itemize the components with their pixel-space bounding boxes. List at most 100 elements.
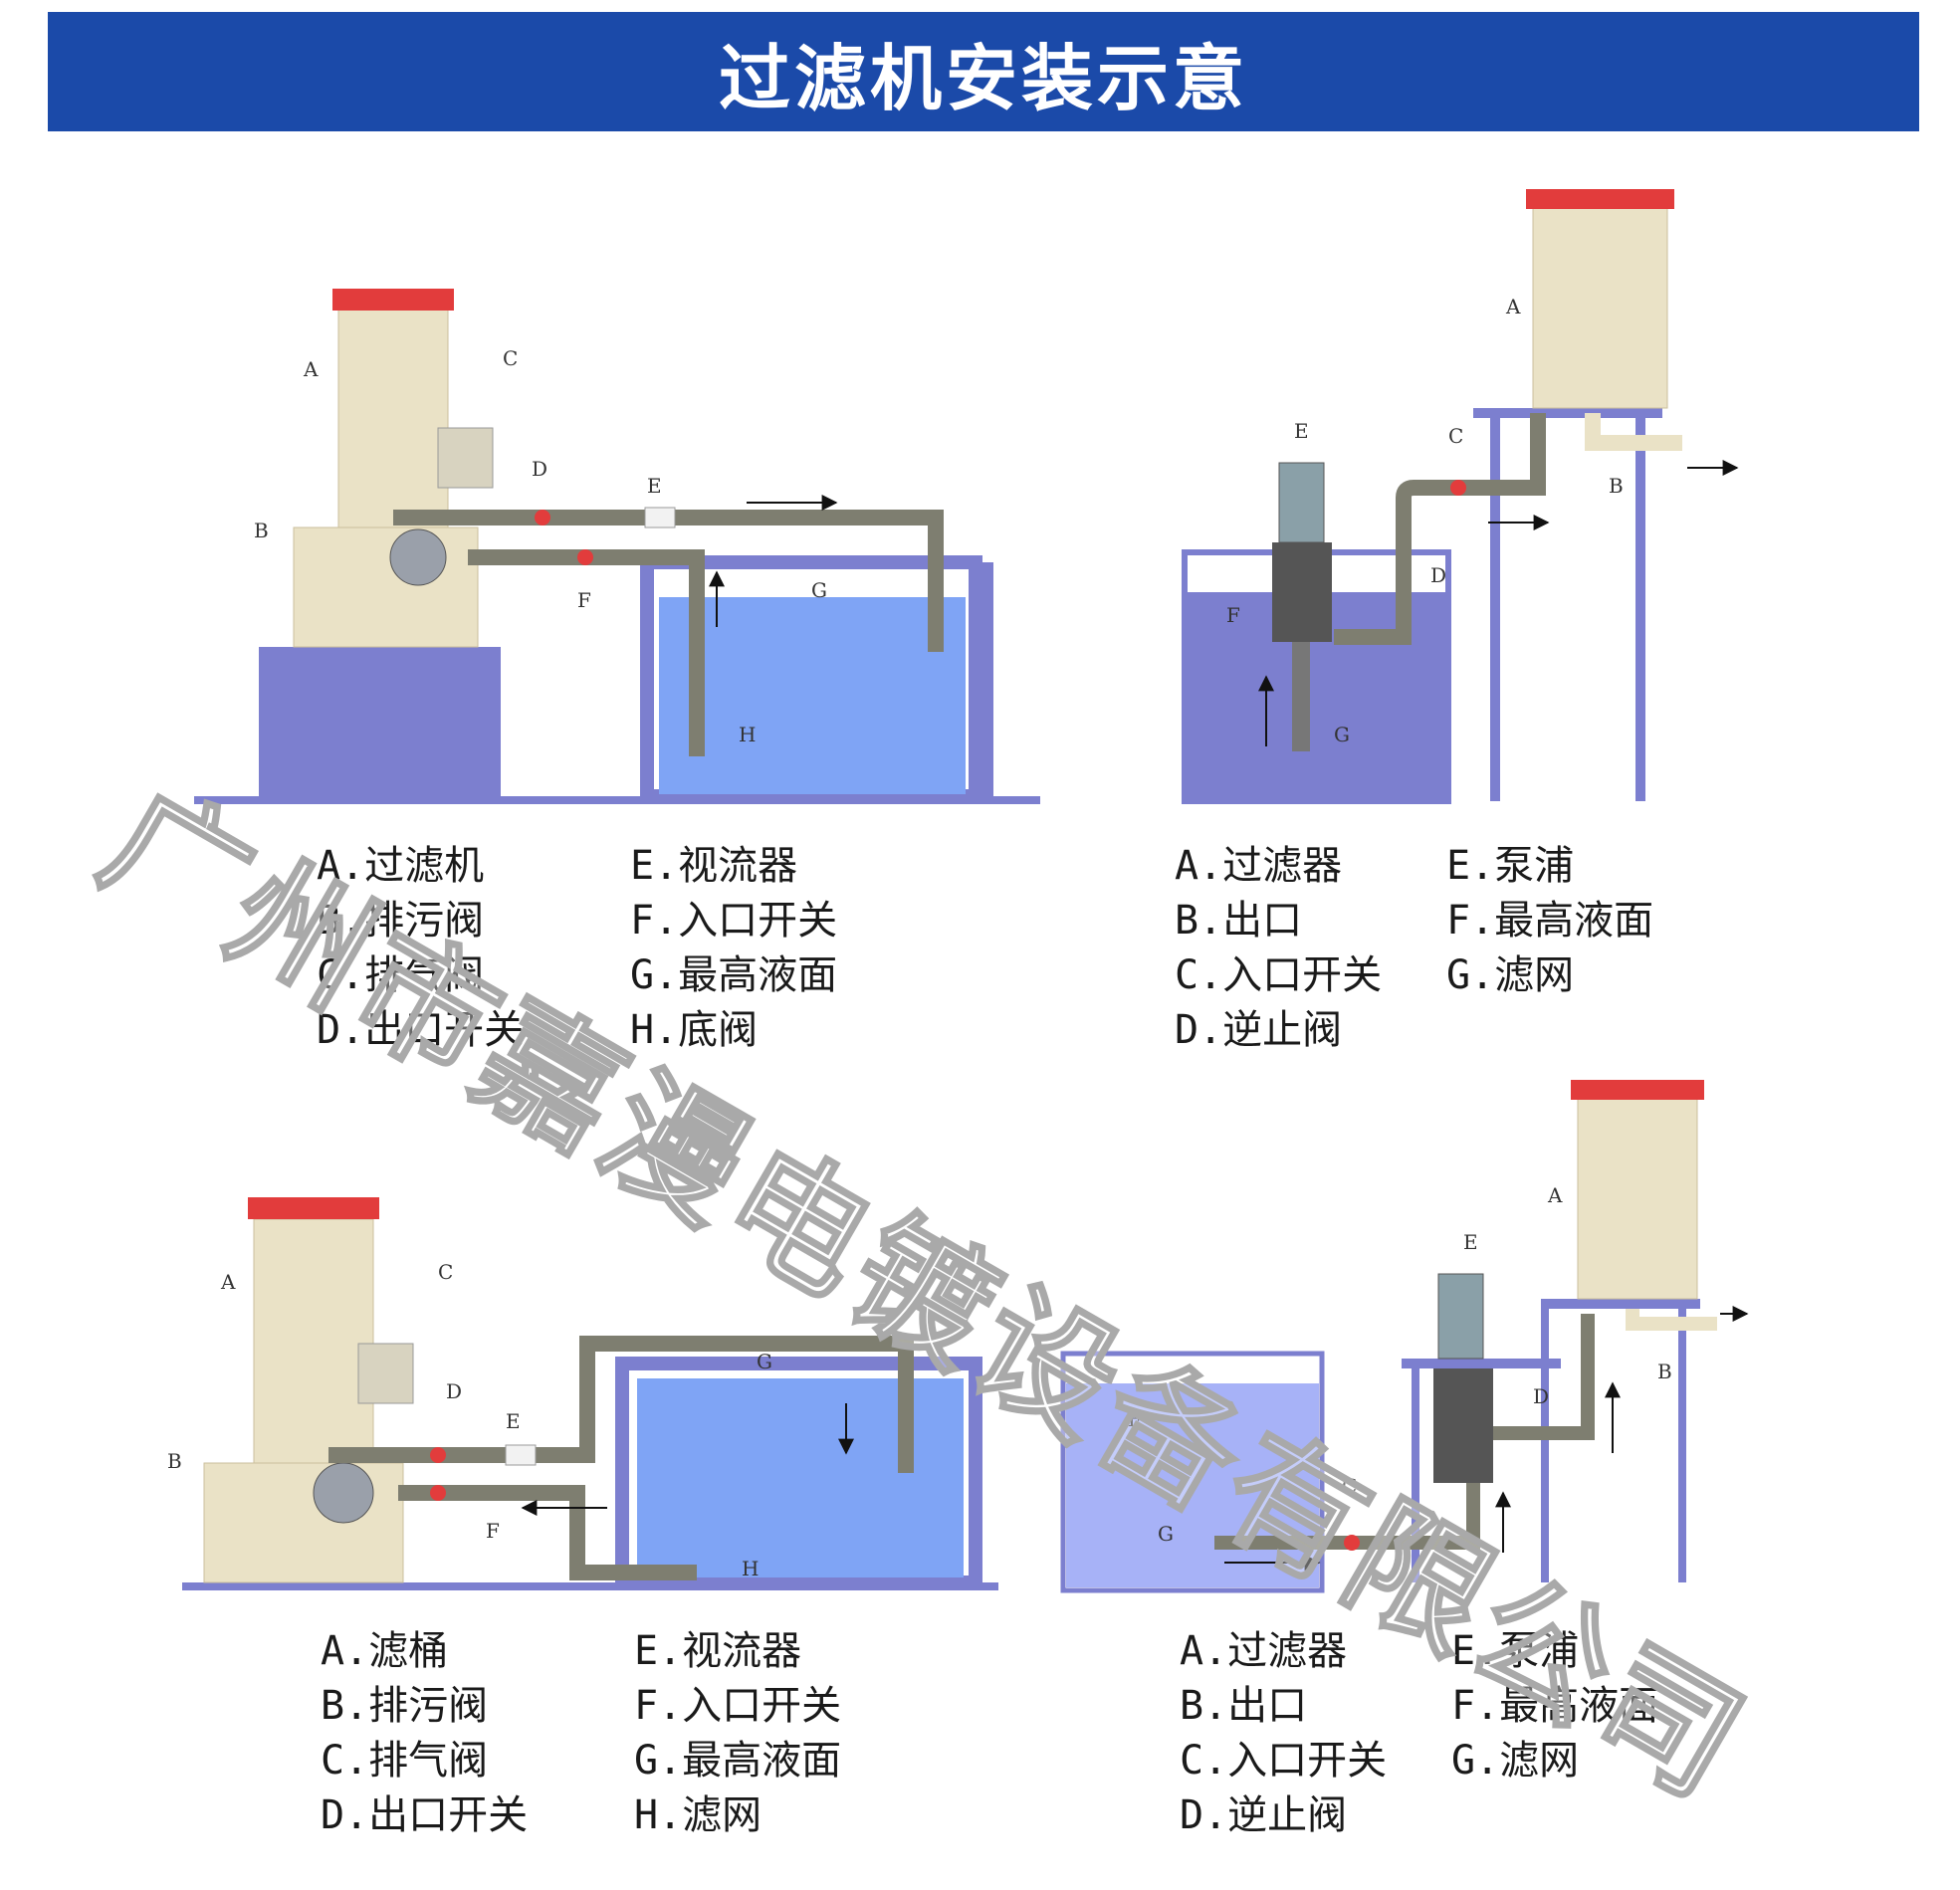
sight-glass — [505, 1444, 537, 1466]
filter-body — [253, 1218, 374, 1464]
motor-box — [437, 427, 494, 489]
legend-item: G.滤网 — [1451, 1738, 1580, 1784]
callout-F: F — [1226, 603, 1240, 627]
stand-top — [1473, 408, 1662, 418]
callout-D: D — [1430, 563, 1446, 587]
panel-top-left: A B C D E F G H — [194, 289, 1040, 804]
legend-item: E.视流器 — [630, 843, 798, 889]
legend-item: E.泵浦 — [1451, 1628, 1580, 1674]
suction-pipe — [1292, 642, 1310, 751]
callout-D: D — [532, 457, 547, 481]
callout-A: A — [1547, 1183, 1563, 1207]
callout-E: E — [506, 1409, 521, 1433]
callout-G: G — [1158, 1522, 1174, 1546]
callout-E: E — [647, 474, 662, 498]
inlet-pipe — [1214, 1483, 1480, 1550]
outlet-pipe — [393, 510, 944, 652]
legend-item: C.排气阀 — [321, 1738, 489, 1784]
legend-item: H.滤网 — [634, 1792, 762, 1838]
callout-G: G — [811, 578, 827, 602]
callout-B: B — [167, 1449, 182, 1473]
tank-liquid — [659, 597, 966, 794]
legend-top-right-col2: E.泵浦 F.最高液面 G.滤网 — [1446, 839, 1653, 1003]
legend-item: H.底阀 — [630, 1007, 759, 1053]
floor-line — [182, 1582, 998, 1590]
legend-item: A.滤桶 — [321, 1628, 449, 1674]
legend-item: C.入口开关 — [1175, 952, 1383, 998]
pump-motor — [1437, 1273, 1484, 1360]
outlet-pipe — [1493, 1314, 1595, 1440]
legend-bottom-right-col1: A.过滤器 B.出口 C.入口开关 D.逆止阀 — [1180, 1624, 1387, 1843]
legend-item: B.出口 — [1180, 1683, 1308, 1729]
legend-item: B.出口 — [1175, 898, 1303, 944]
callout-A: A — [220, 1270, 236, 1294]
legend-item: G.最高液面 — [634, 1738, 842, 1784]
filter-body — [1577, 1089, 1698, 1300]
page-title: 过滤机安装示意 — [718, 36, 1248, 120]
callout-D: D — [446, 1379, 462, 1403]
pump-body — [1272, 542, 1332, 642]
outlet-pipe — [328, 1336, 914, 1473]
callout-F: F — [577, 588, 591, 612]
callout-A: A — [303, 357, 319, 381]
legend-item: F.入口开关 — [630, 898, 838, 944]
callout-E: E — [1463, 1230, 1478, 1254]
floor-line — [194, 796, 1040, 804]
callout-C: C — [1448, 424, 1463, 448]
inlet-pipe — [1334, 413, 1546, 645]
callout-F: F — [486, 1519, 500, 1543]
filter-body — [1532, 198, 1668, 409]
pump-motor — [313, 1462, 374, 1524]
pump-body — [1433, 1368, 1493, 1483]
tank-wall — [1060, 1351, 1325, 1593]
callout-A: A — [1505, 295, 1521, 318]
tank-liquid — [637, 1378, 964, 1577]
callout-B: B — [1657, 1360, 1672, 1383]
title-banner: 过滤机安装示意 — [48, 12, 1919, 131]
panel-bottom-left: A B C D E F G H — [167, 1197, 998, 1590]
inlet-valve — [577, 549, 593, 565]
legend-item: D.出口开关 — [321, 1792, 529, 1838]
tank-liquid — [1066, 1383, 1319, 1587]
callout-F: F — [1128, 1407, 1142, 1431]
outlet-valve — [535, 510, 550, 525]
filter-lid — [332, 289, 454, 311]
callout-B: B — [1609, 474, 1624, 498]
legend-item: F.入口开关 — [634, 1683, 842, 1729]
filter-stand — [293, 526, 479, 648]
filter-stand — [203, 1462, 404, 1583]
legend-item: E.泵浦 — [1446, 843, 1575, 889]
legend-top-left-col2: E.视流器 F.入口开关 G.最高液面 H.底阀 — [630, 839, 837, 1058]
pump-motor — [1278, 462, 1325, 543]
sight-glass — [644, 507, 676, 528]
legend-item: E.视流器 — [634, 1628, 802, 1674]
legend-top-left-col1: A.过滤机 B.排污阀 C.排气阀 D.出口开关 — [317, 839, 524, 1058]
callout-C: C — [438, 1260, 453, 1284]
legend-item: D.逆止阀 — [1180, 1792, 1348, 1838]
callout-H: H — [742, 1557, 759, 1580]
inlet-valve — [1450, 480, 1466, 496]
base-block — [259, 647, 501, 796]
filter-body — [337, 298, 449, 528]
legend-item: D.出口开关 — [317, 1007, 525, 1053]
stand-lower — [1402, 1359, 1561, 1368]
callout-B: B — [254, 519, 269, 542]
inlet-valve — [430, 1485, 446, 1501]
legend-item: A.过滤机 — [317, 843, 485, 889]
callout-C: C — [503, 346, 518, 370]
pump-motor — [389, 528, 447, 586]
legend-item: D.逆止阀 — [1175, 1007, 1343, 1053]
legend-item: A.过滤器 — [1180, 1628, 1348, 1674]
callout-G: G — [1334, 723, 1350, 746]
filter-lid — [1526, 189, 1674, 209]
legend-item: C.入口开关 — [1180, 1738, 1388, 1784]
legend-bottom-left-col1: A.滤桶 B.排污阀 C.排气阀 D.出口开关 — [321, 1624, 528, 1843]
legend-item: G.最高液面 — [630, 952, 838, 998]
stand-upper — [1541, 1299, 1700, 1309]
legend-item: B.排污阀 — [321, 1683, 489, 1729]
callout-D: D — [1533, 1384, 1549, 1408]
callout-H: H — [739, 723, 756, 746]
outlet-pipe — [1585, 413, 1682, 451]
inlet-pipe — [398, 1485, 697, 1580]
legend-item: C.排气阀 — [317, 952, 485, 998]
